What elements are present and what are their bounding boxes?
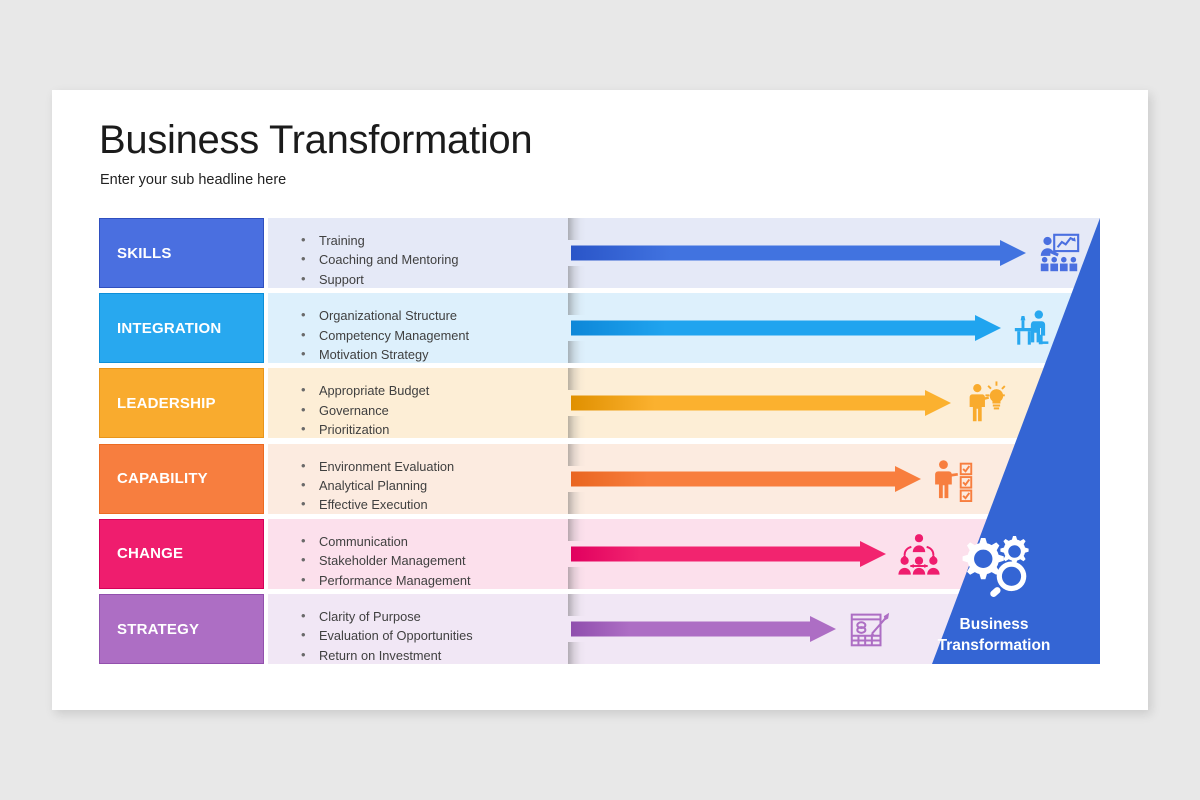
list-item: Performance Management: [295, 570, 595, 590]
row-bullet-list: Environment EvaluationAnalytical Plannin…: [295, 456, 595, 515]
row-bullet-list: CommunicationStakeholder ManagementPerfo…: [295, 531, 595, 590]
progress-arrow: [571, 540, 886, 567]
page-subtitle: Enter your sub headline here: [100, 172, 287, 188]
list-item: Effective Execution: [295, 494, 595, 514]
list-item: Evaluation of Opportunities: [295, 625, 595, 645]
row-label-skills[interactable]: SKILLS: [99, 218, 264, 288]
list-item: Environment Evaluation: [295, 456, 595, 476]
list-item: Return on Investment: [295, 645, 595, 665]
list-item: Organizational Structure: [295, 305, 595, 325]
list-item: Competency Management: [295, 325, 595, 345]
row-label-capability[interactable]: CAPABILITY: [99, 443, 264, 514]
badge-label-line2: Transformation: [937, 636, 1051, 654]
process-diagram: SKILLS TrainingCoaching and MentoringSupp…: [99, 218, 1100, 665]
progress-arrow: [571, 616, 836, 642]
checklist-person-icon: [931, 456, 977, 502]
list-item: Coaching and Mentoring: [295, 249, 595, 269]
gears-magnifier-icon: [951, 532, 1037, 606]
list-item: Stakeholder Management: [295, 550, 595, 570]
page-title: Business Transformation: [99, 118, 533, 162]
row-bullet-list: Organizational StructureCompetency Manag…: [295, 305, 595, 364]
notepad-pen-icon: [846, 606, 892, 652]
badge-label: Business Transformation: [894, 614, 1094, 656]
process-row[interactable]: CAPABILITY Environment EvaluationAnalytic…: [99, 443, 1100, 515]
row-label-text: STRATEGY: [117, 620, 200, 638]
row-label-text: CHANGE: [117, 545, 184, 563]
row-label-leadership[interactable]: LEADERSHIP: [99, 368, 264, 439]
business-transformation-badge: Business Transformation: [894, 532, 1094, 656]
row-label-change[interactable]: CHANGE: [99, 518, 264, 589]
row-bullet-list: Clarity of PurposeEvaluation of Opportun…: [295, 606, 595, 665]
row-label-strategy[interactable]: STRATEGY: [99, 594, 264, 664]
progress-arrow: [571, 240, 1026, 266]
list-item: Training: [295, 230, 595, 250]
list-item: Communication: [295, 531, 595, 551]
row-label-text: LEADERSHIP: [117, 394, 216, 412]
process-row[interactable]: SKILLS TrainingCoaching and MentoringSupp…: [99, 218, 1100, 289]
training-presentation-icon: [1036, 230, 1082, 276]
row-label-text: SKILLS: [117, 244, 172, 262]
progress-arrow: [571, 315, 1001, 342]
row-bullet-list: TrainingCoaching and MentoringSupport: [295, 230, 595, 289]
row-label-text: INTEGRATION: [117, 319, 222, 337]
row-bullet-list: Appropriate BudgetGovernancePrioritizati…: [295, 380, 595, 439]
row-label-text: CAPABILITY: [117, 470, 208, 488]
list-item: Motivation Strategy: [295, 344, 595, 364]
desk-worker-icon: [1011, 305, 1057, 351]
list-item: Clarity of Purpose: [295, 606, 595, 626]
list-item: Analytical Planning: [295, 475, 595, 495]
presentation-slide: Business Transformation Enter your sub h…: [52, 90, 1148, 710]
process-row[interactable]: LEADERSHIP Appropriate BudgetGovernancePr…: [99, 368, 1100, 439]
leader-idea-icon: [961, 380, 1007, 426]
progress-arrow: [571, 390, 951, 417]
list-item: Prioritization: [295, 419, 595, 439]
list-item: Governance: [295, 400, 595, 420]
list-item: Support: [295, 269, 595, 289]
progress-arrow: [571, 465, 921, 492]
row-label-integration[interactable]: INTEGRATION: [99, 293, 264, 364]
list-item: Appropriate Budget: [295, 380, 595, 400]
process-row[interactable]: INTEGRATION Organizational StructureCompe…: [99, 293, 1100, 364]
badge-label-line1: Business: [959, 615, 1029, 633]
